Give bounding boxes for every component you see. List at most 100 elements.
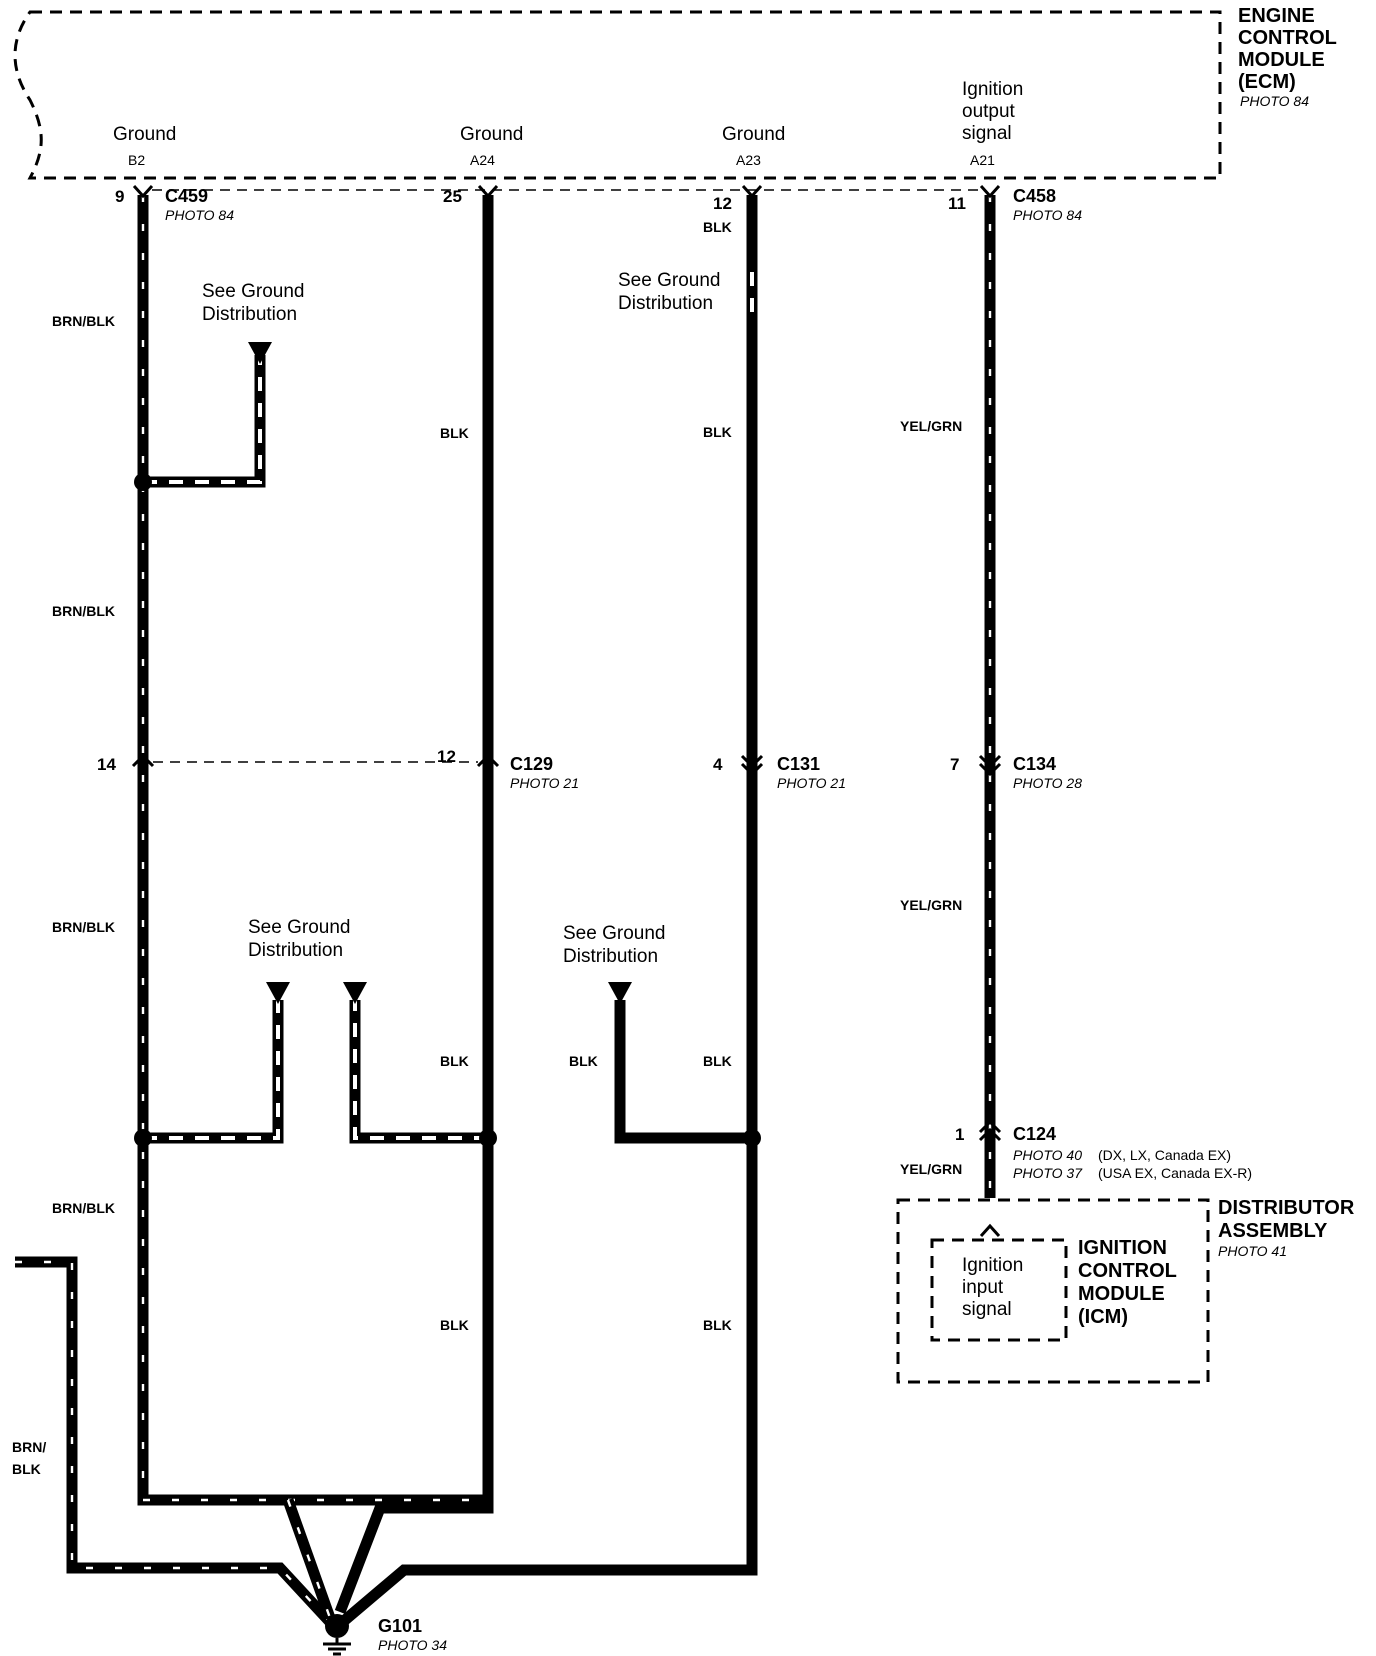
svg-text:PHOTO 84: PHOTO 84	[165, 207, 234, 223]
distributor-assembly-box: DISTRIBUTOR ASSEMBLY PHOTO 41	[896, 1197, 1355, 1384]
svg-text:See Ground: See Ground	[563, 923, 665, 944]
svg-text:BRN/BLK: BRN/BLK	[52, 1200, 115, 1216]
svg-text:7: 7	[950, 755, 959, 774]
svg-text:CONTROL: CONTROL	[1078, 1260, 1177, 1282]
svg-text:ASSEMBLY: ASSEMBLY	[1218, 1220, 1328, 1242]
ecm-terminal-a24: Ground A24	[460, 124, 523, 168]
ecm-box	[13, 10, 1222, 180]
connector-marks-mid	[131, 753, 1002, 1142]
ecm-title: ENGINE CONTROL MODULE (ECM) PHOTO 84	[1238, 5, 1337, 109]
svg-text:MODULE: MODULE	[1078, 1283, 1165, 1305]
wire-blk-lower-branch-a24	[349, 1000, 488, 1144]
svg-text:Ground: Ground	[722, 124, 785, 145]
svg-text:B2: B2	[128, 152, 145, 168]
wire-blk-lower-branch-a23	[614, 1000, 752, 1144]
svg-text:IGNITION: IGNITION	[1078, 1237, 1167, 1259]
svg-text:BLK: BLK	[440, 1053, 469, 1069]
svg-text:YEL/GRN: YEL/GRN	[900, 418, 962, 434]
svg-text:See Ground: See Ground	[248, 917, 350, 938]
see-ground-distribution-top-right: See Ground Distribution	[618, 270, 720, 314]
connector-c131: 4 C131 PHOTO 21	[713, 754, 846, 791]
wire-blk-a24	[334, 195, 494, 1614]
svg-text:BLK: BLK	[703, 1317, 732, 1333]
svg-text:DISTRIBUTOR: DISTRIBUTOR	[1218, 1197, 1355, 1219]
svg-text:Distribution: Distribution	[202, 304, 297, 325]
svg-text:Ignition: Ignition	[962, 79, 1023, 100]
wire-brn-blk-main	[137, 195, 490, 1506]
ground-distribution-arrow-lower-3	[608, 982, 632, 1004]
svg-text:12: 12	[437, 747, 456, 766]
svg-text:11: 11	[948, 194, 966, 213]
ground-distribution-arrow-top	[248, 342, 272, 364]
svg-text:BLK: BLK	[703, 219, 732, 235]
svg-text:C458: C458	[1013, 186, 1056, 206]
ground-distribution-arrow-lower-1	[266, 982, 290, 1004]
svg-text:Distribution: Distribution	[563, 946, 658, 967]
svg-text:A24: A24	[470, 152, 495, 168]
ecm-terminal-a23: Ground A23	[722, 124, 785, 168]
svg-text:BRN/BLK: BRN/BLK	[52, 603, 115, 619]
svg-text:BRN/: BRN/	[12, 1439, 46, 1455]
svg-text:1: 1	[955, 1125, 964, 1144]
svg-text:PHOTO 28: PHOTO 28	[1013, 775, 1082, 791]
svg-text:PHOTO 34: PHOTO 34	[378, 1637, 447, 1653]
svg-text:(ECM): (ECM)	[1238, 71, 1296, 93]
svg-text:BLK: BLK	[703, 1053, 732, 1069]
svg-text:signal: signal	[962, 1299, 1012, 1320]
connector-c129: 14 12 C129 PHOTO 21	[97, 747, 579, 791]
svg-text:C129: C129	[510, 754, 553, 774]
svg-text:PHOTO 21: PHOTO 21	[510, 775, 579, 791]
svg-text:G101: G101	[378, 1616, 422, 1636]
connector-c458: 12 11 C458 PHOTO 84	[713, 186, 1082, 223]
svg-text:(ICM): (ICM)	[1078, 1306, 1128, 1328]
svg-text:C459: C459	[165, 186, 208, 206]
see-ground-distribution-lower-right: See Ground Distribution	[563, 923, 665, 967]
svg-text:PHOTO 40: PHOTO 40	[1013, 1147, 1082, 1163]
svg-text:12: 12	[713, 194, 732, 213]
svg-text:CONTROL: CONTROL	[1238, 27, 1337, 49]
svg-text:BRN/BLK: BRN/BLK	[52, 919, 115, 935]
svg-text:BLK: BLK	[12, 1461, 41, 1477]
svg-text:PHOTO 84: PHOTO 84	[1240, 93, 1309, 109]
svg-text:BLK: BLK	[569, 1053, 598, 1069]
connector-c124: 1 C124 PHOTO 40 (DX, LX, Canada EX) PHOT…	[955, 1124, 1252, 1181]
wire-brn-blk-top-branch	[143, 355, 266, 488]
svg-text:C131: C131	[777, 754, 820, 774]
svg-text:MODULE: MODULE	[1238, 49, 1325, 71]
svg-text:PHOTO 84: PHOTO 84	[1013, 207, 1082, 223]
svg-text:14: 14	[97, 755, 116, 774]
connector-c134: 7 C134 PHOTO 28	[950, 754, 1082, 791]
svg-text:signal: signal	[962, 123, 1012, 144]
svg-text:PHOTO 37: PHOTO 37	[1013, 1165, 1083, 1181]
svg-text:25: 25	[443, 187, 462, 206]
splice-blk-a23	[743, 1129, 761, 1147]
icm-box: Ignition input signal IGNITION CONTROL M…	[930, 1237, 1177, 1342]
see-ground-distribution-top-left: See Ground Distribution	[202, 281, 304, 325]
wire-brn-blk-to-g101	[282, 1498, 336, 1620]
svg-text:See Ground: See Ground	[202, 281, 304, 302]
svg-text:4: 4	[713, 755, 723, 774]
svg-text:YEL/GRN: YEL/GRN	[900, 897, 962, 913]
svg-text:BLK: BLK	[703, 424, 732, 440]
splice-brn-blk-top	[134, 473, 152, 491]
svg-text:input: input	[962, 1277, 1004, 1298]
wire-color-labels: BRN/BLK BRN/BLK BRN/BLK BRN/BLK BLK BLK …	[12, 219, 962, 1477]
svg-text:BRN/BLK: BRN/BLK	[52, 313, 115, 329]
svg-text:PHOTO 21: PHOTO 21	[777, 775, 846, 791]
svg-text:YEL/GRN: YEL/GRN	[900, 1161, 962, 1177]
svg-text:Distribution: Distribution	[618, 293, 713, 314]
svg-text:ENGINE: ENGINE	[1238, 5, 1315, 27]
svg-text:Ground: Ground	[113, 124, 176, 145]
svg-text:(DX, LX, Canada EX): (DX, LX, Canada EX)	[1098, 1147, 1231, 1163]
ecm-terminal-b2: Ground B2	[113, 124, 176, 168]
wire-blk-a23	[341, 195, 758, 1625]
wire-brn-blk-lower-branch	[143, 1000, 284, 1144]
svg-text:BLK: BLK	[440, 1317, 469, 1333]
icm-connector-mark	[979, 1223, 1001, 1238]
svg-text:PHOTO 41: PHOTO 41	[1218, 1243, 1287, 1259]
svg-text:output: output	[962, 101, 1016, 122]
svg-text:BLK: BLK	[440, 425, 469, 441]
connector-marks-ecm	[132, 184, 1001, 199]
ecm-terminal-a21: Ignition output signal A21	[962, 79, 1023, 168]
